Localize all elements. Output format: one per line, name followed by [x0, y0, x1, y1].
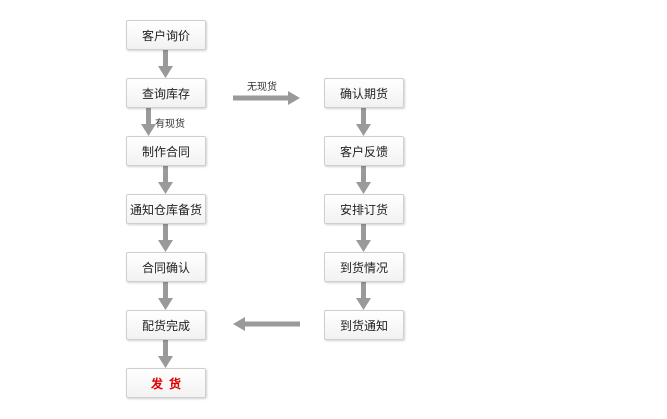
- arrow-notice-to-prepare: [233, 317, 300, 331]
- step-customer-feedback: 客户反馈: [324, 136, 404, 166]
- arrow-arrange-to-arrival: [356, 223, 371, 252]
- arrow-confirm-to-prepare: [158, 281, 173, 310]
- step-contract-confirm-label: 合同确认: [141, 260, 190, 275]
- step-customer-inquiry-label: 客户询价: [141, 28, 190, 43]
- step-confirm-future-label: 确认期货: [339, 86, 388, 101]
- arrow-feedback-to-arrange: [356, 165, 371, 194]
- arrow-inquiry-to-check: [158, 49, 173, 78]
- step-customer-inquiry: 客户询价: [126, 20, 206, 50]
- step-ship-label: 发货: [150, 376, 187, 391]
- step-notify-warehouse: 通知仓库备货: [126, 194, 206, 224]
- step-contract-confirm: 合同确认: [126, 252, 206, 282]
- arrow-arrival-to-notice: [356, 281, 371, 310]
- step-check-inventory: 查询库存: [126, 78, 206, 108]
- step-check-inventory-label: 查询库存: [141, 86, 190, 101]
- step-notify-warehouse-label: 通知仓库备货: [129, 202, 202, 217]
- step-confirm-future: 确认期货: [324, 78, 404, 108]
- step-arrival-status-label: 到货情况: [339, 260, 388, 275]
- step-prepare-complete: 配货完成: [126, 310, 206, 340]
- step-arrival-notice: 到货通知: [324, 310, 404, 340]
- step-ship: 发货: [126, 368, 206, 398]
- step-customer-feedback-label: 客户反馈: [339, 144, 388, 159]
- step-arrange-order-label: 安排订货: [339, 202, 388, 217]
- arrow-check-to-confirmdate: [233, 91, 300, 105]
- arrow-check-to-contract: [141, 107, 156, 136]
- arrow-contract-to-notify: [158, 165, 173, 194]
- edge-label-no-stock: 无现货: [247, 82, 277, 93]
- arrow-prepare-to-ship: [158, 339, 173, 368]
- step-prepare-complete-label: 配货完成: [141, 318, 190, 333]
- step-arrival-status: 到货情况: [324, 252, 404, 282]
- step-arrange-order: 安排订货: [324, 194, 404, 224]
- arrow-notify-to-confirm: [158, 223, 173, 252]
- step-make-contract: 制作合同: [126, 136, 206, 166]
- step-arrival-notice-label: 到货通知: [339, 318, 388, 333]
- arrow-confirmdate-to-feedback: [356, 107, 371, 136]
- step-make-contract-label: 制作合同: [141, 144, 190, 159]
- edge-label-in-stock: 有现货: [155, 119, 185, 130]
